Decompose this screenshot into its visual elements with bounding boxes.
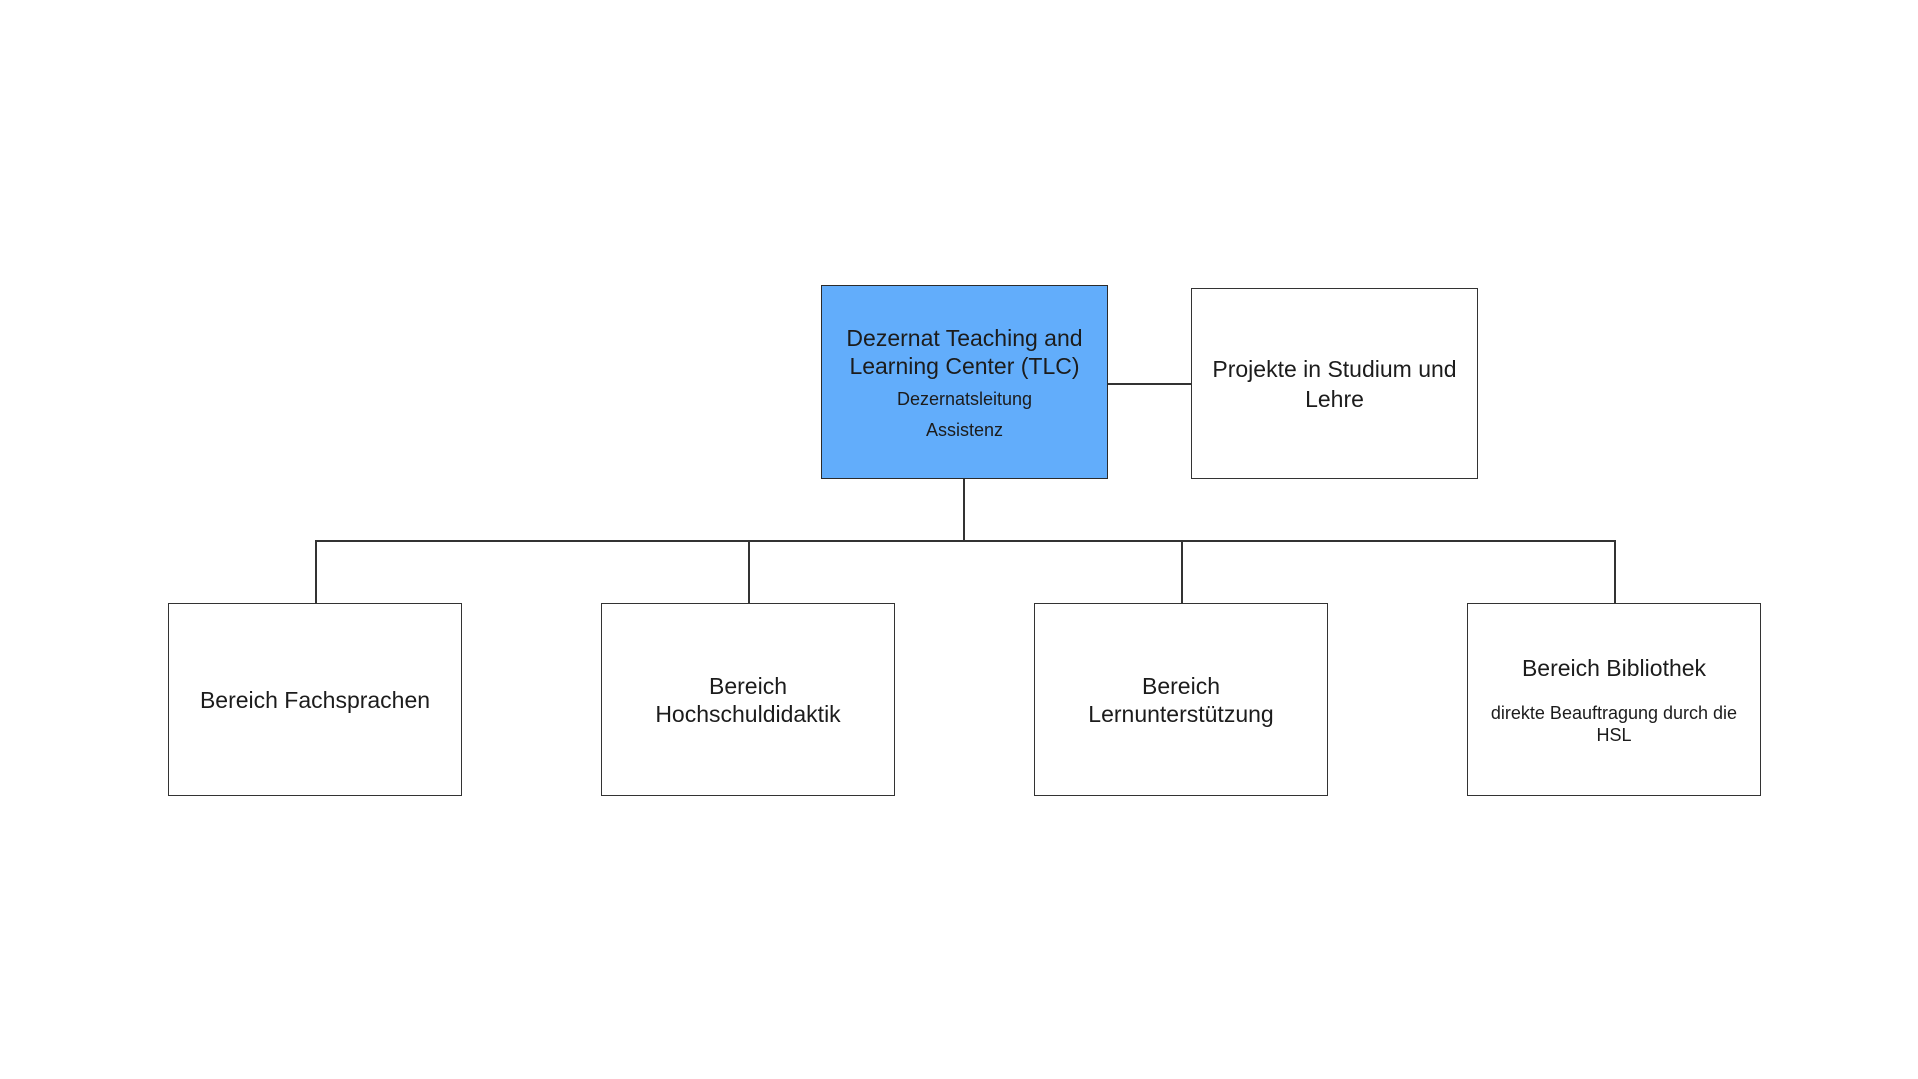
root-node-tlc: Dezernat Teaching and Learning Center (T… [821, 285, 1108, 479]
node-bibliothek: Bereich Bibliothek direkte Beauftragung … [1467, 603, 1761, 796]
node-lernunterstuetzung-title: Bereich Lernunterstützung [1088, 672, 1274, 727]
connector-to-lernunterstuetzung [1181, 540, 1183, 604]
node-fachsprachen-title: Bereich Fachsprachen [199, 686, 431, 713]
node-hochschuldidaktik-title: Bereich Hochschuldidaktik [655, 672, 841, 727]
root-node-role-assistenz: Assistenz [925, 419, 1004, 440]
node-bibliothek-note: direkte Beauftragung durch die HSL [1490, 702, 1738, 745]
connector-to-fachsprachen [315, 540, 317, 604]
connector-to-bibliothek [1614, 540, 1616, 604]
node-bibliothek-note-wrap: direkte Beauftragung durch die HSL [1468, 702, 1760, 746]
connector-root-down [963, 478, 965, 541]
node-projekte-title: Projekte in Studium und Lehre [1212, 355, 1457, 412]
root-node-role-leitung: Dezernatsleitung [896, 388, 1033, 409]
node-projekte: Projekte in Studium und Lehre [1191, 288, 1478, 479]
root-node-title: Dezernat Teaching and Learning Center (T… [846, 324, 1083, 379]
node-lernunterstuetzung: Bereich Lernunterstützung [1034, 603, 1328, 796]
root-node-roles: Dezernatsleitung Assistenz [897, 388, 1032, 441]
node-hochschuldidaktik: Bereich Hochschuldidaktik [601, 603, 895, 796]
node-bibliothek-title: Bereich Bibliothek [1521, 654, 1707, 681]
connector-root-to-projects [1108, 383, 1192, 385]
connector-to-hochschuldidaktik [748, 540, 750, 604]
connector-horizontal-bus [315, 540, 1615, 542]
node-fachsprachen: Bereich Fachsprachen [168, 603, 462, 796]
